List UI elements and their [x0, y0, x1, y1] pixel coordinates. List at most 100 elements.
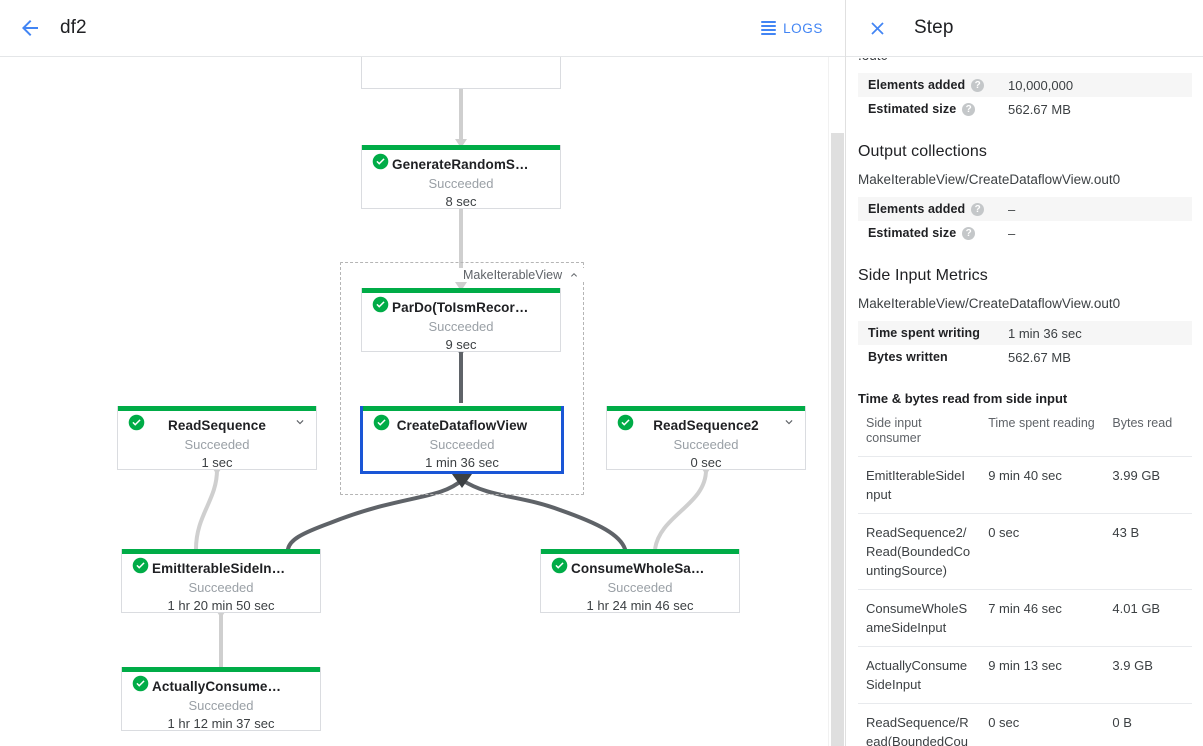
node-status: Succeeded	[428, 176, 494, 191]
graph-group-make-iterable-view[interactable]	[340, 262, 584, 495]
cell-time-spent-reading: 9 min 13 sec	[980, 646, 1105, 704]
metric-key: Elements added ?	[868, 78, 1008, 92]
node-status: Succeeded	[673, 437, 739, 452]
chevron-up-icon[interactable]	[568, 269, 580, 281]
job-graph-canvas[interactable]: MakeIterableView Succeeded7 secGenerateR…	[0, 57, 845, 746]
cell-bytes-read: 43 B	[1104, 513, 1192, 590]
side-input-metrics-table: Time spent writing 1 min 36 sec Bytes wr…	[858, 321, 1192, 369]
help-icon[interactable]: ?	[962, 102, 976, 116]
node-duration: 1 hr 20 min 50 sec	[167, 598, 275, 613]
node-status-bar	[541, 549, 739, 554]
node-status-bar	[363, 406, 561, 411]
back-arrow-icon[interactable]	[8, 6, 52, 50]
status-success-icon	[128, 414, 145, 431]
column-header-side-input-consumer: Side input consumer	[858, 410, 981, 457]
node-status-bar	[362, 145, 560, 150]
cell-side-input-consumer: ActuallyConsumeSideInput	[858, 646, 981, 704]
node-title: ReadSequence2	[653, 418, 759, 433]
job-graph-pane: df2 LOGS	[0, 6, 845, 746]
metric-key-label: Estimated size	[868, 102, 957, 116]
metric-row: Bytes written 562.67 MB	[858, 345, 1192, 369]
node-title: GenerateRandomSIData	[392, 157, 549, 172]
graph-group-label[interactable]: MakeIterableView	[458, 268, 586, 282]
chevron-down-icon[interactable]	[782, 415, 796, 429]
help-icon[interactable]: ?	[971, 202, 985, 216]
page-title: df2	[60, 17, 87, 38]
cell-bytes-read: 3.9 GB	[1104, 646, 1192, 704]
side-input-read-table: Side input consumer Time spent reading B…	[858, 410, 1192, 746]
node-title: CreateDataflowView	[396, 418, 528, 433]
node-duration: 9 sec	[445, 337, 477, 352]
step-panel-scroll-area[interactable]: .out0 Elements added ? 10,000,000 Estima…	[846, 58, 1203, 746]
step-panel-title: Step	[914, 17, 954, 38]
metric-row: Estimated size ? 562.67 MB	[858, 97, 1192, 121]
table-row: ReadSequence2/Read(BoundedCountingSource…	[858, 513, 1192, 590]
node-duration: 1 hr 12 min 37 sec	[167, 716, 275, 731]
top-metrics-table: Elements added ? 10,000,000 Estimated si…	[858, 73, 1192, 121]
cell-bytes-read: 3.99 GB	[1104, 456, 1192, 514]
side-input-table-heading: Time & bytes read from side input	[858, 391, 1068, 406]
node-status-bar	[607, 406, 805, 411]
output-collection-name: MakeIterableView/CreateDataflowView.out0	[858, 172, 1121, 187]
side-input-collection-name: MakeIterableView/CreateDataflowView.out0	[858, 296, 1121, 311]
column-header-time-spent-reading: Time spent reading	[980, 410, 1105, 457]
metric-value: 562.67 MB	[1008, 101, 1071, 117]
node-duration: 8 sec	[445, 194, 477, 209]
node-status-bar	[118, 406, 316, 411]
cell-time-spent-reading: 0 sec	[980, 703, 1105, 746]
cell-side-input-consumer: ConsumeWholeSameSideInput	[858, 589, 981, 647]
output-collection-metrics-table: Elements added ? – Estimated size ? –	[858, 197, 1192, 245]
cell-time-spent-reading: 7 min 46 sec	[980, 589, 1105, 647]
node-status: Succeeded	[184, 437, 250, 452]
close-icon[interactable]	[857, 8, 897, 48]
graph-scrollbar-thumb[interactable]	[831, 133, 844, 746]
status-success-icon	[132, 675, 149, 692]
node-duration: 1 hr 24 min 46 sec	[586, 598, 694, 613]
status-success-icon	[373, 414, 390, 431]
node-status: Succeeded	[607, 580, 673, 595]
status-success-icon	[551, 557, 568, 574]
status-success-icon	[132, 557, 149, 574]
node-title: ParDo(ToIsmRecordFor…	[392, 300, 559, 315]
node-title: ConsumeWholeSameSi…	[571, 561, 738, 576]
node-duration: 1 min 36 sec	[425, 455, 499, 470]
status-success-icon	[372, 296, 389, 313]
cell-bytes-read: 0 B	[1104, 703, 1192, 746]
logs-button[interactable]: LOGS	[761, 21, 823, 36]
step-details-panel: Step .out0 Elements added ? 10,000,000	[845, 0, 1203, 746]
graph-node-consume-whole-same-side-input[interactable]: ConsumeWholeSameSi… Succeeded 1 hr 24 min …	[540, 549, 740, 613]
chevron-down-icon[interactable]	[293, 415, 307, 429]
metric-key: Estimated size ?	[868, 226, 1008, 240]
output-collections-heading: Output collections	[858, 143, 987, 160]
cell-time-spent-reading: 9 min 40 sec	[980, 456, 1105, 514]
graph-group-label-text: MakeIterableView	[463, 268, 563, 282]
node-status: Succeeded	[429, 437, 495, 452]
help-icon[interactable]: ?	[962, 226, 976, 240]
graph-node-partial-top[interactable]: Succeeded7 sec	[361, 57, 561, 89]
node-status: Succeeded	[188, 698, 254, 713]
metric-value: 10,000,000	[1008, 77, 1074, 93]
node-status-bar	[362, 288, 560, 293]
help-icon[interactable]: ?	[971, 78, 985, 92]
step-panel-header: Step	[846, 0, 1203, 57]
cell-time-spent-reading: 0 sec	[980, 513, 1105, 590]
metric-key: Bytes written	[868, 350, 1008, 364]
graph-vertical-scrollbar[interactable]	[828, 57, 845, 746]
